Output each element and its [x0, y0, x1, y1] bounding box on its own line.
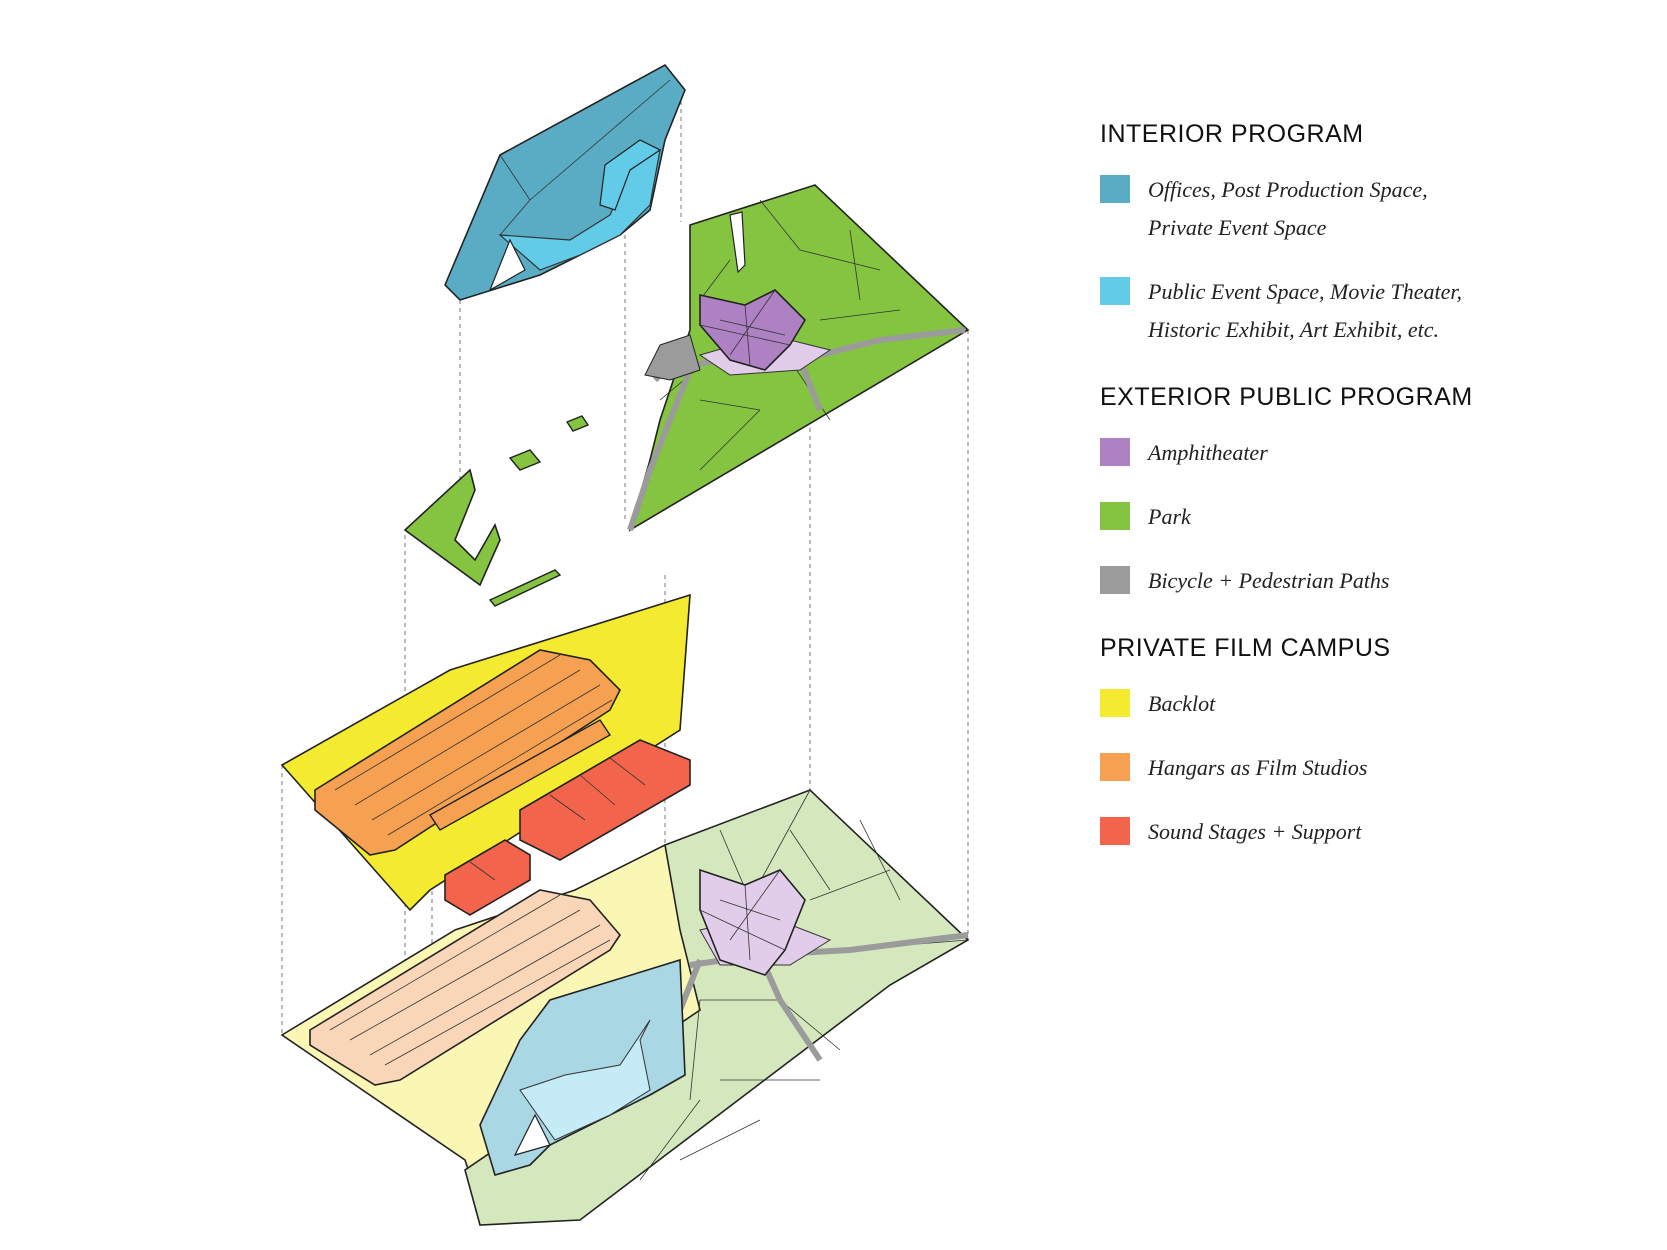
legend-heading: EXTERIOR PUBLIC PROGRAM	[1100, 383, 1473, 411]
hangar-ridges	[334, 654, 613, 836]
swatch-hangars	[1100, 753, 1130, 781]
offices-void	[488, 238, 526, 292]
swatch-sound-stages	[1100, 817, 1130, 845]
legend-label: Offices, Post Production Space, Private …	[1148, 177, 1428, 240]
legend-item: Sound Stages + Support	[1100, 813, 1640, 851]
interior-program-layer	[444, 63, 686, 301]
legend-item: Amphitheater	[1100, 434, 1640, 472]
composite-base-layer	[280, 789, 970, 1226]
legend-label: Hangars as Film Studios	[1148, 755, 1368, 780]
swatch-public-event	[1100, 277, 1130, 305]
sound-stages-row-back	[519, 739, 691, 861]
legend-item: Backlot	[1100, 685, 1640, 723]
legend-label: Amphitheater	[1148, 440, 1268, 465]
hangar-block	[314, 649, 621, 856]
composite-amphitheater-facets	[699, 869, 786, 961]
amphitheater-facets	[699, 289, 791, 366]
public-event-volume	[498, 148, 661, 271]
composite-hangar-ridges	[329, 894, 611, 1066]
legend-heading: INTERIOR PROGRAM	[1100, 120, 1364, 148]
offices-volume	[444, 63, 686, 301]
legend-label: Park	[1148, 504, 1191, 529]
swatch-backlot	[1100, 689, 1130, 717]
swatch-offices	[1100, 175, 1130, 203]
composite-public-event	[519, 1019, 651, 1141]
hangar-annex	[428, 719, 612, 831]
swatch-paths	[1100, 566, 1130, 594]
legend-section: INTERIOR PROGRAM Offices, Post Production…	[1100, 120, 1640, 349]
exterior-program-layer	[403, 184, 970, 607]
legend-label: Bicycle + Pedestrian Paths	[1148, 568, 1390, 593]
swatch-park	[1100, 502, 1130, 530]
film-campus-layer	[280, 593, 691, 916]
offices-edges	[499, 79, 671, 236]
public-event-roof	[599, 139, 662, 211]
sound-stage-divisions	[469, 757, 646, 881]
legend-heading: PRIVATE FILM CAMPUS	[1100, 634, 1391, 662]
composite-office-void	[513, 1113, 551, 1156]
park-slot-void	[729, 211, 746, 274]
legend: INTERIOR PROGRAM Offices, Post Production…	[1100, 120, 1640, 885]
legend-label: Public Event Space, Movie Theater, Histo…	[1148, 279, 1463, 342]
exploded-axonometric-diagram	[280, 63, 970, 1226]
park-fragment-small-1	[508, 449, 542, 471]
legend-item: Hangars as Film Studios	[1100, 749, 1640, 787]
sound-stages-row-front	[444, 839, 531, 916]
plaza-path-hub	[644, 334, 701, 381]
swatch-amphitheater	[1100, 438, 1130, 466]
legend-item: Park	[1100, 498, 1640, 536]
legend-item: Offices, Post Production Space, Private …	[1100, 171, 1640, 247]
legend-label: Backlot	[1148, 691, 1216, 716]
composite-hangar	[309, 889, 622, 1086]
legend-label: Sound Stages + Support	[1148, 819, 1362, 844]
park-fragment-small-2	[565, 415, 590, 432]
legend-item: Bicycle + Pedestrian Paths	[1100, 562, 1640, 600]
park-fragment-left	[403, 468, 501, 587]
legend-item: Public Event Space, Movie Theater, Histo…	[1100, 273, 1640, 349]
park-strip	[488, 569, 562, 607]
